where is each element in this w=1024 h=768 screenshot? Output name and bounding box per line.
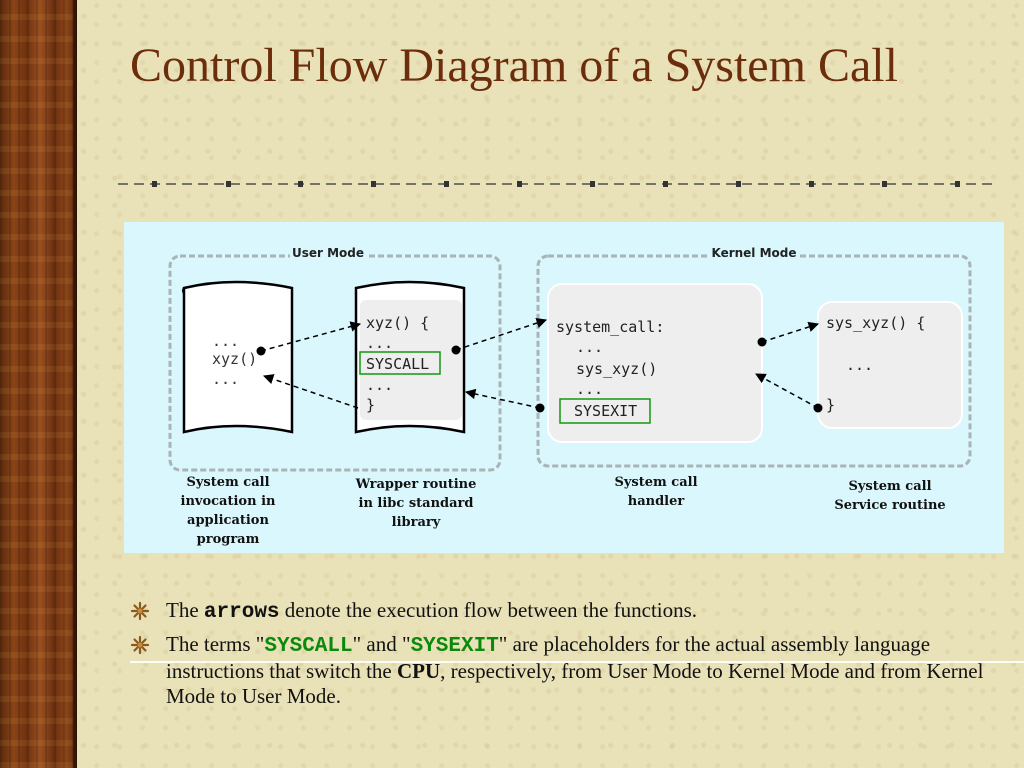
- bullet-1-post: denote the execution flow between the fu…: [279, 598, 698, 622]
- caption-handler-2: handler: [628, 494, 685, 509]
- arrow-handler-to-service: [761, 321, 819, 343]
- slide-title: Control Flow Diagram of a System Call: [130, 39, 898, 92]
- bullet-2-pre: The terms ": [166, 632, 265, 656]
- bullet-1-code: arrows: [203, 601, 280, 624]
- user-mode-label: User Mode: [292, 246, 364, 260]
- bullet-2-post-2: , respectively, from User Mode to Kernel…: [166, 659, 984, 708]
- arrow-sysexit-to-wrapper: [464, 388, 541, 409]
- bullet-item-2: The terms "SYSCALL" and "SYSEXIT" are pl…: [130, 632, 1010, 709]
- bullet-2-mid: " and ": [352, 632, 411, 656]
- kernel-mode-region: [536, 254, 972, 468]
- app-program-box: ... xyz() ...: [182, 280, 294, 434]
- star-bullet-icon: [130, 601, 150, 621]
- app-line-3: ...: [212, 370, 239, 388]
- wrapper-line-1: xyz() {: [366, 314, 429, 332]
- wrapper-line-3: SYSCALL: [366, 355, 429, 373]
- caption-wrapper-2: in libc standard: [359, 496, 474, 511]
- caption-service-1: System call: [848, 479, 931, 494]
- wrapper-line-4: ...: [366, 376, 393, 394]
- title-divider: [118, 181, 993, 187]
- service-routine-box: sys_xyz() { ... }: [817, 301, 963, 429]
- bullet-list: The arrows denote the execution flow bet…: [130, 598, 1010, 716]
- caption-service-2: Service routine: [834, 498, 945, 513]
- bullet-item-1: The arrows denote the execution flow bet…: [130, 598, 1010, 625]
- star-bullet-icon: [130, 635, 150, 655]
- wood-border: [0, 0, 77, 768]
- wrapper-line-2: ...: [366, 334, 393, 352]
- bullet-2-cpu: CPU: [396, 659, 441, 683]
- bullet-2-syscall: SYSCALL: [264, 635, 353, 658]
- caption-app-1: System call: [186, 475, 269, 490]
- wrapper-line-5: }: [366, 396, 375, 414]
- service-line-1: sys_xyz() {: [826, 314, 925, 332]
- caption-wrapper-1: Wrapper routine: [355, 477, 477, 492]
- kernel-mode-label: Kernel Mode: [711, 246, 796, 260]
- service-line-3: }: [826, 396, 835, 414]
- arrow-wrapper-return: [263, 374, 359, 409]
- syscall-highlight: [359, 351, 441, 375]
- diagram-panel: User Mode Kernel Mode ... xyz() ... xyz(…: [124, 222, 1004, 553]
- handler-line-5: SYSEXIT: [574, 402, 637, 420]
- handler-line-4: ...: [576, 380, 603, 398]
- slide-overlay-line: [130, 661, 1024, 663]
- caption-app-2: invocation in: [181, 494, 276, 509]
- handler-line-2: ...: [576, 338, 603, 356]
- handler-line-3: sys_xyz(): [576, 360, 657, 378]
- bullet-2-post-1: " are placeholders for the actual assemb…: [166, 632, 931, 683]
- caption-app-3: application: [187, 513, 269, 528]
- app-line-2: xyz(): [212, 350, 257, 368]
- wrapper-routine-box: xyz() { ... SYSCALL ... }: [354, 280, 466, 434]
- caption-handler-1: System call: [614, 475, 697, 490]
- bullet-1-pre: The: [166, 598, 204, 622]
- arrow-syscall-to-handler: [455, 318, 547, 351]
- app-line-1: ...: [212, 332, 239, 350]
- flow-dots: [256, 337, 823, 413]
- handler-line-1: system_call:: [556, 318, 664, 336]
- control-flow-diagram: User Mode Kernel Mode ... xyz() ... xyz(…: [168, 244, 972, 547]
- service-line-2: ...: [846, 356, 873, 374]
- bullet-2-sysexit: SYSEXIT: [410, 635, 499, 658]
- syscall-handler-box: system_call: ... sys_xyz() ... SYSEXIT: [547, 283, 763, 443]
- sysexit-highlight: [559, 398, 651, 424]
- arrow-service-return: [755, 373, 819, 409]
- caption-wrapper-3: library: [392, 515, 441, 530]
- arrow-call-to-wrapper: [260, 321, 362, 352]
- caption-app-4: program: [197, 532, 260, 547]
- wood-border-edge: [73, 0, 77, 768]
